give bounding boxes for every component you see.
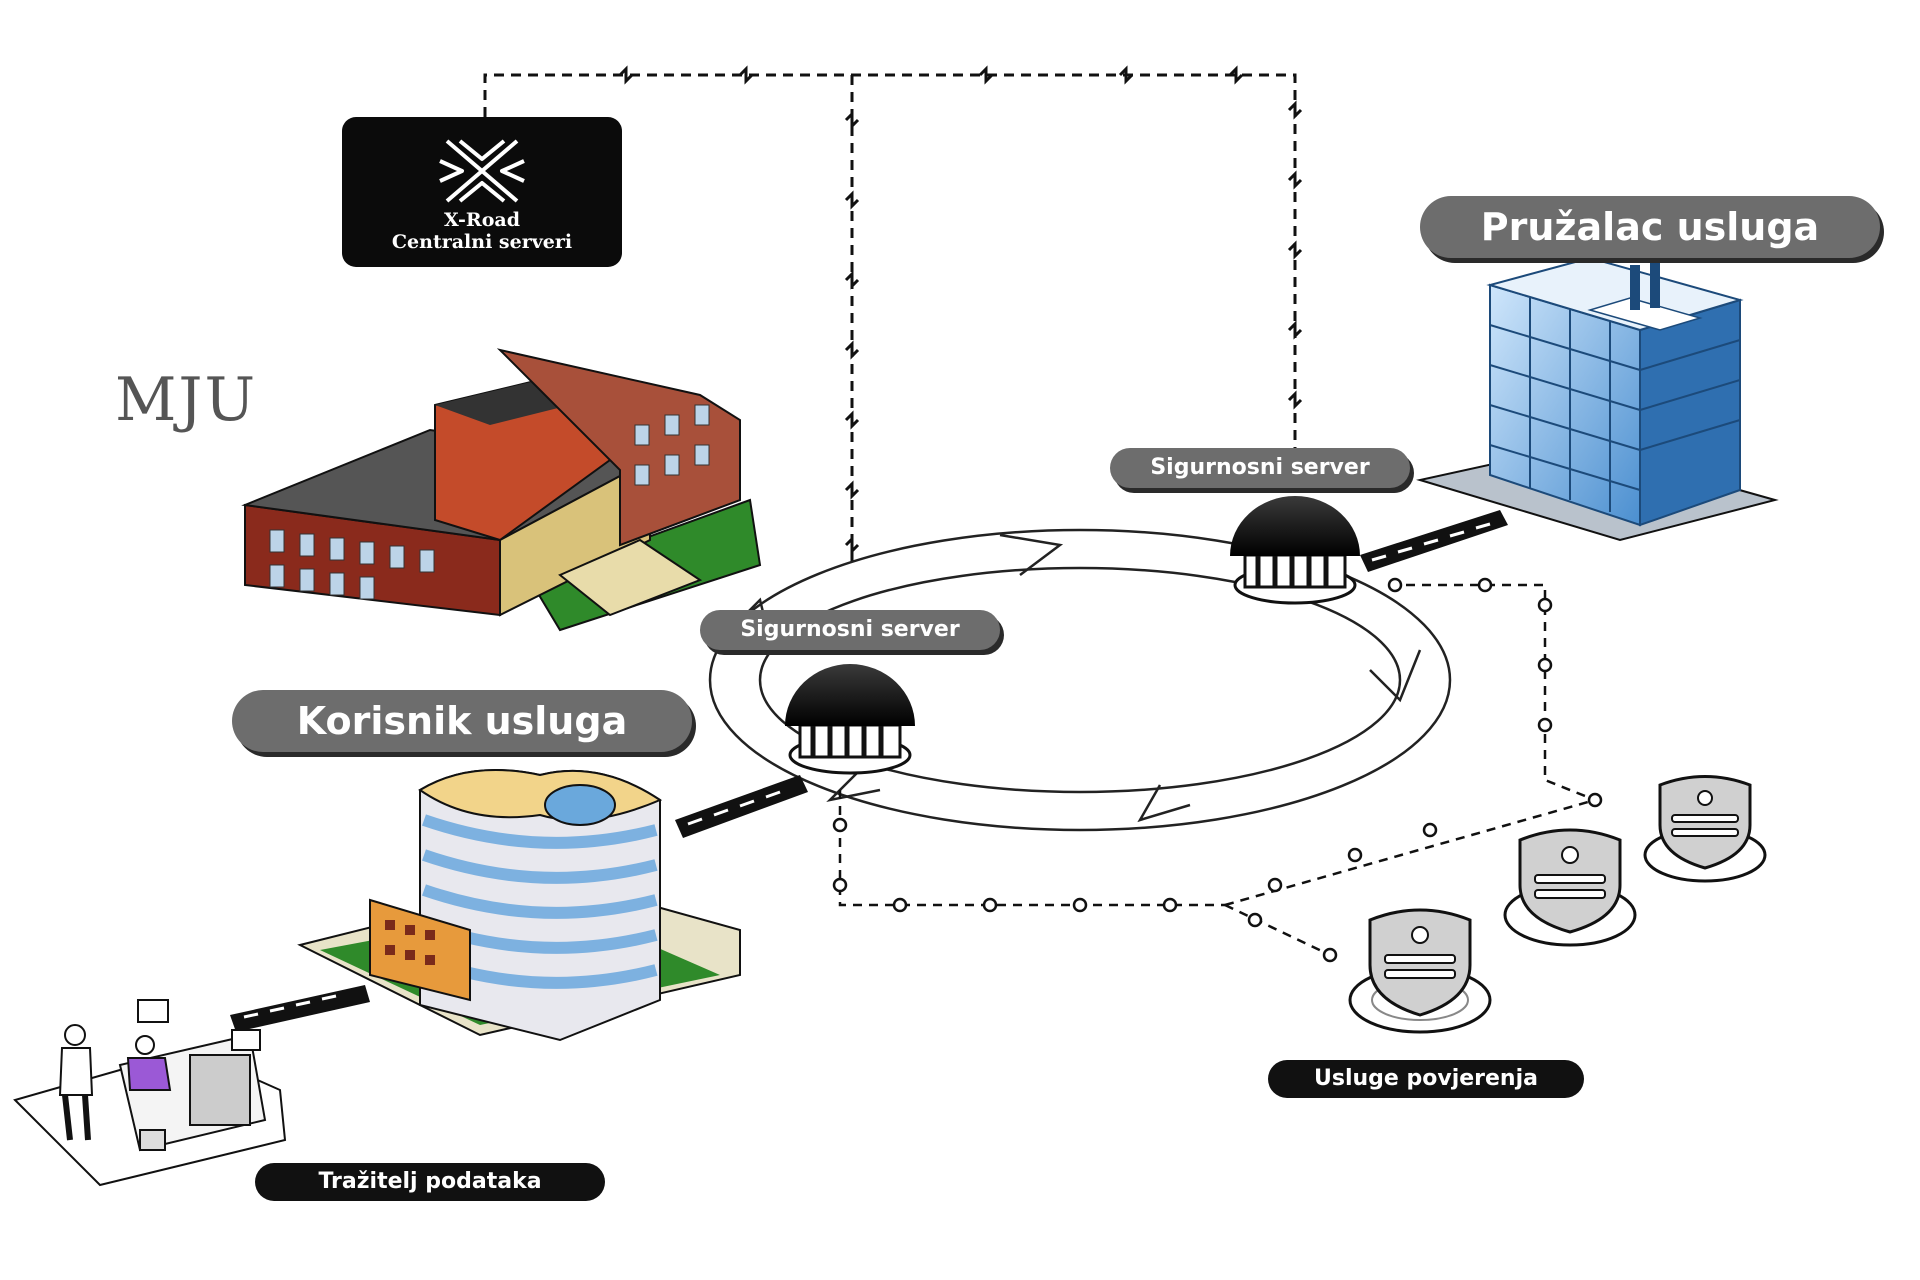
data-pipe-consumer xyxy=(675,775,808,838)
trust-services-label: Usluge povjerenja xyxy=(1268,1060,1584,1098)
consumer-building xyxy=(297,769,741,1042)
data-requester-label: Tražitelj podataka xyxy=(255,1163,605,1201)
security-server-consumer xyxy=(785,664,915,775)
x-road-title-line2: Centralni serveri xyxy=(391,231,573,253)
signal-ticks xyxy=(618,65,1303,555)
trust-service-shield-2 xyxy=(1503,828,1637,947)
trust-service-shield-3 xyxy=(1643,775,1767,883)
consumer-label: Korisnik usluga xyxy=(232,690,692,752)
x-road-central-servers: X-Road Centralni serveri xyxy=(342,117,622,267)
x-road-title: X-Road Centralni serveri xyxy=(342,209,622,253)
network-nodes xyxy=(832,577,1603,963)
mju-building xyxy=(241,348,762,632)
security-server-provider-label: Sigurnosni server xyxy=(1110,448,1410,488)
security-server-provider xyxy=(1230,496,1360,605)
data-requester-scene xyxy=(13,999,287,1187)
x-road-title-line1: X-Road xyxy=(443,209,520,231)
data-pipe-provider xyxy=(1360,510,1508,572)
trust-service-shield-1 xyxy=(1348,908,1492,1034)
provider-label: Pružalac usluga xyxy=(1420,196,1880,258)
mju-label: MJU xyxy=(115,365,258,435)
security-server-consumer-label: Sigurnosni server xyxy=(700,610,1000,650)
provider-building xyxy=(1416,256,1779,542)
central-connection-lines xyxy=(483,73,1297,605)
data-pipe-requester xyxy=(230,985,370,1032)
x-road-logo-icon xyxy=(439,139,525,203)
